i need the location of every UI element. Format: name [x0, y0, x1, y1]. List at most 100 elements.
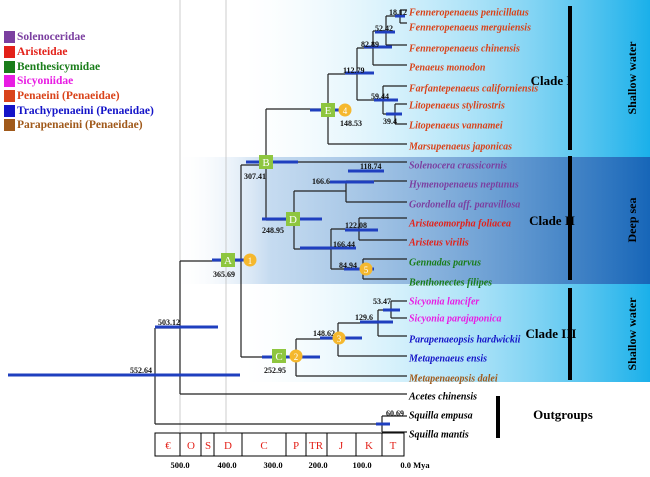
axis-ticks: 500.0 400.0 300.0 200.0 100.0 0.0 Mya	[170, 460, 430, 470]
taxon-label: Sicyonia parajaponica	[409, 314, 502, 325]
taxon-label: Fenneropenaeus chinensis	[408, 44, 520, 55]
node-letter-d: D	[286, 212, 300, 226]
habitat-label-shallow-2: Shallow water	[625, 297, 639, 371]
node-age: 82.89	[361, 40, 379, 49]
node-age: 84.94	[339, 261, 357, 270]
taxon-label: Marsupenaeus japonicas	[408, 142, 512, 153]
taxon-label: Aristaeomorpha foliacea	[408, 219, 511, 230]
axis-tick: 0.0 Mya	[400, 460, 430, 470]
legend-item: Solenoceridae	[4, 30, 174, 45]
taxon-label: Litopenaeus stylirostris	[408, 101, 505, 112]
node-age: 148.53	[340, 119, 362, 128]
period-label: P	[293, 440, 299, 452]
node-age: 148.62	[313, 329, 335, 338]
legend-label: Sicyoniidae	[17, 75, 74, 88]
node-age: 39.4	[383, 117, 397, 126]
svg-text:5: 5	[364, 265, 369, 275]
clade-label-iii: Clade III	[526, 326, 577, 341]
taxon-label: Parapenaeopsis hardwickii	[409, 335, 521, 346]
node-age: 365.69	[213, 270, 235, 279]
svg-text:E: E	[325, 105, 332, 117]
legend-item: Benthesicymidae	[4, 59, 174, 74]
legend-label: Parapenaeini (Penaeidae)	[17, 119, 143, 132]
taxon-label: Penaeus monodon	[409, 63, 486, 74]
legend-item: Trachypenaeini (Penaeidae)	[4, 103, 174, 118]
period-label: €	[165, 440, 171, 452]
taxon-label: Fenneropenaeus penicillatus	[408, 8, 529, 19]
axis-tick: 300.0	[263, 460, 282, 470]
period-label: D	[224, 440, 232, 452]
taxon-labels: Fenneropenaeus penicillatusFenneropenaeu…	[408, 8, 538, 441]
taxon-label: Fenneropenaeus merguiensis	[408, 23, 531, 34]
node-number-5: 5	[359, 262, 373, 276]
node-age-labels: 18.12 52.42 82.89 112.79 59.44 39.4 148.…	[130, 8, 407, 418]
period-label: TR	[309, 440, 324, 452]
habitat-label-shallow-1: Shallow water	[625, 41, 639, 115]
node-age: 52.42	[375, 24, 393, 33]
node-number-3: 3	[332, 331, 346, 345]
taxon-label: Litopenaeus vannamei	[408, 121, 503, 132]
taxon-label: Metapenaeopsis dalei	[408, 374, 498, 385]
taxon-label: Farfantepenaeus californiensis	[408, 84, 538, 95]
node-number-1: 1	[243, 253, 257, 267]
svg-text:4: 4	[343, 106, 348, 116]
taxon-label: Hymenopenaeus neptunus	[408, 180, 519, 191]
legend-swatch	[4, 119, 15, 132]
node-age: 122.08	[345, 221, 367, 230]
node-letter-b: B	[259, 155, 273, 169]
legend-swatch	[4, 104, 15, 117]
legend-swatch	[4, 75, 15, 88]
period-label: S	[205, 440, 211, 452]
habitat-label-deep: Deep sea	[625, 198, 639, 243]
node-age: 53.47	[373, 297, 391, 306]
legend-item: Sicyoniidae	[4, 74, 174, 89]
node-age: 112.79	[343, 66, 365, 75]
taxon-label: Gennadas parvus	[409, 258, 481, 269]
legend-swatch	[4, 31, 15, 44]
taxon-label: Squilla empusa	[409, 411, 473, 422]
svg-text:A: A	[224, 255, 232, 267]
clade-label-ii: Clade II	[529, 213, 575, 228]
legend-swatch	[4, 46, 15, 59]
legend-item: Aristeidae	[4, 45, 174, 60]
node-age: 60.69	[386, 409, 404, 418]
legend-label: Aristeidae	[17, 46, 68, 59]
svg-text:D: D	[289, 214, 297, 226]
svg-text:B: B	[262, 157, 269, 169]
legend-swatch	[4, 90, 15, 103]
period-label: J	[339, 440, 344, 452]
node-letter-e: E	[321, 103, 335, 117]
period-label: K	[365, 440, 373, 452]
taxon-label: Squilla mantis	[409, 430, 469, 441]
node-age: 248.95	[262, 226, 284, 235]
svg-text:2: 2	[294, 352, 299, 362]
node-age: 252.95	[264, 366, 286, 375]
taxon-label: Aristeus virilis	[408, 238, 469, 249]
node-age: 129.6	[355, 313, 373, 322]
node-letter-a: A	[221, 253, 235, 267]
legend-label: Benthesicymidae	[17, 60, 101, 73]
clade-labels: Clade I Clade II Clade III Outgroups	[526, 73, 593, 422]
clade-label-outgroups: Outgroups	[533, 407, 593, 422]
period-labels: € O S D C P TR J K T	[165, 440, 396, 452]
axis-tick: 100.0	[352, 460, 371, 470]
clade-label-i: Clade I	[531, 73, 572, 88]
taxon-label: Metapenaeus ensis	[408, 354, 487, 365]
taxon-label: Acetes chinensis	[408, 392, 477, 403]
legend-label: Penaeini (Penaeidae)	[17, 90, 120, 103]
node-letter-c: C	[272, 349, 286, 363]
svg-text:C: C	[275, 351, 282, 363]
clade-brackets	[496, 6, 572, 438]
period-label: T	[390, 440, 397, 452]
node-age: 118.74	[360, 162, 382, 171]
node-age: 503.12	[158, 318, 180, 327]
legend-label: Solenoceridae	[17, 31, 86, 44]
node-age: 59.44	[371, 92, 389, 101]
node-age: 166.6	[312, 177, 330, 186]
taxon-label: Sicyonia lancifer	[409, 297, 479, 308]
period-label: C	[260, 440, 267, 452]
period-label: O	[187, 440, 195, 452]
